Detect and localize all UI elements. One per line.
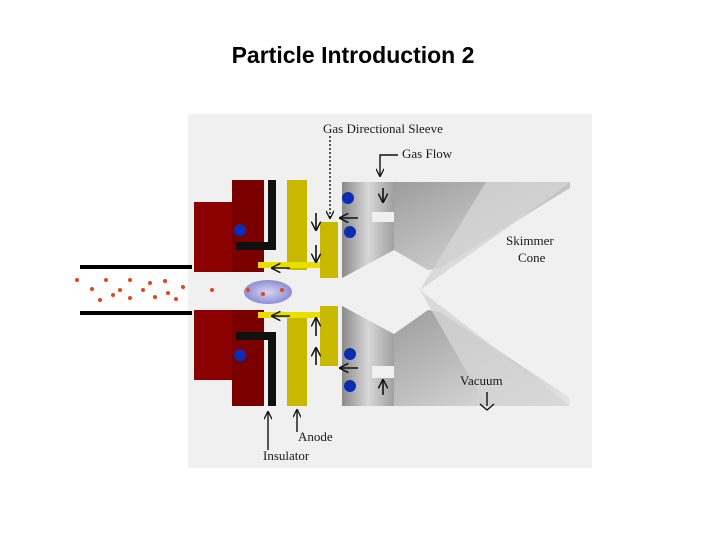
flow-arrows	[272, 188, 383, 395]
label-insulator: Insulator	[263, 448, 310, 463]
gas-sleeve-top	[342, 182, 394, 278]
sample-particles	[75, 278, 284, 302]
label-skimmer: Skimmer	[506, 233, 554, 248]
inlet-tube	[80, 265, 192, 315]
label-cone: Cone	[518, 250, 546, 265]
label-vacuum: Vacuum	[460, 373, 503, 388]
skimmer-cone	[394, 182, 570, 406]
outer-block-bottom	[194, 310, 264, 406]
instrument-diagram: Gas Directional Sleeve Gas Flow Skimmer …	[75, 114, 592, 468]
ion-dots	[234, 192, 356, 392]
plasma-cloud	[244, 280, 292, 304]
anode-shape	[258, 180, 338, 406]
label-anode: Anode	[298, 429, 333, 444]
insulator-shape	[236, 180, 276, 406]
label-gas-flow: Gas Flow	[402, 146, 453, 161]
label-gas-directional-sleeve: Gas Directional Sleeve	[323, 121, 443, 136]
leader-lines	[268, 136, 495, 450]
slide-title: Particle Introduction 2	[231, 42, 475, 68]
